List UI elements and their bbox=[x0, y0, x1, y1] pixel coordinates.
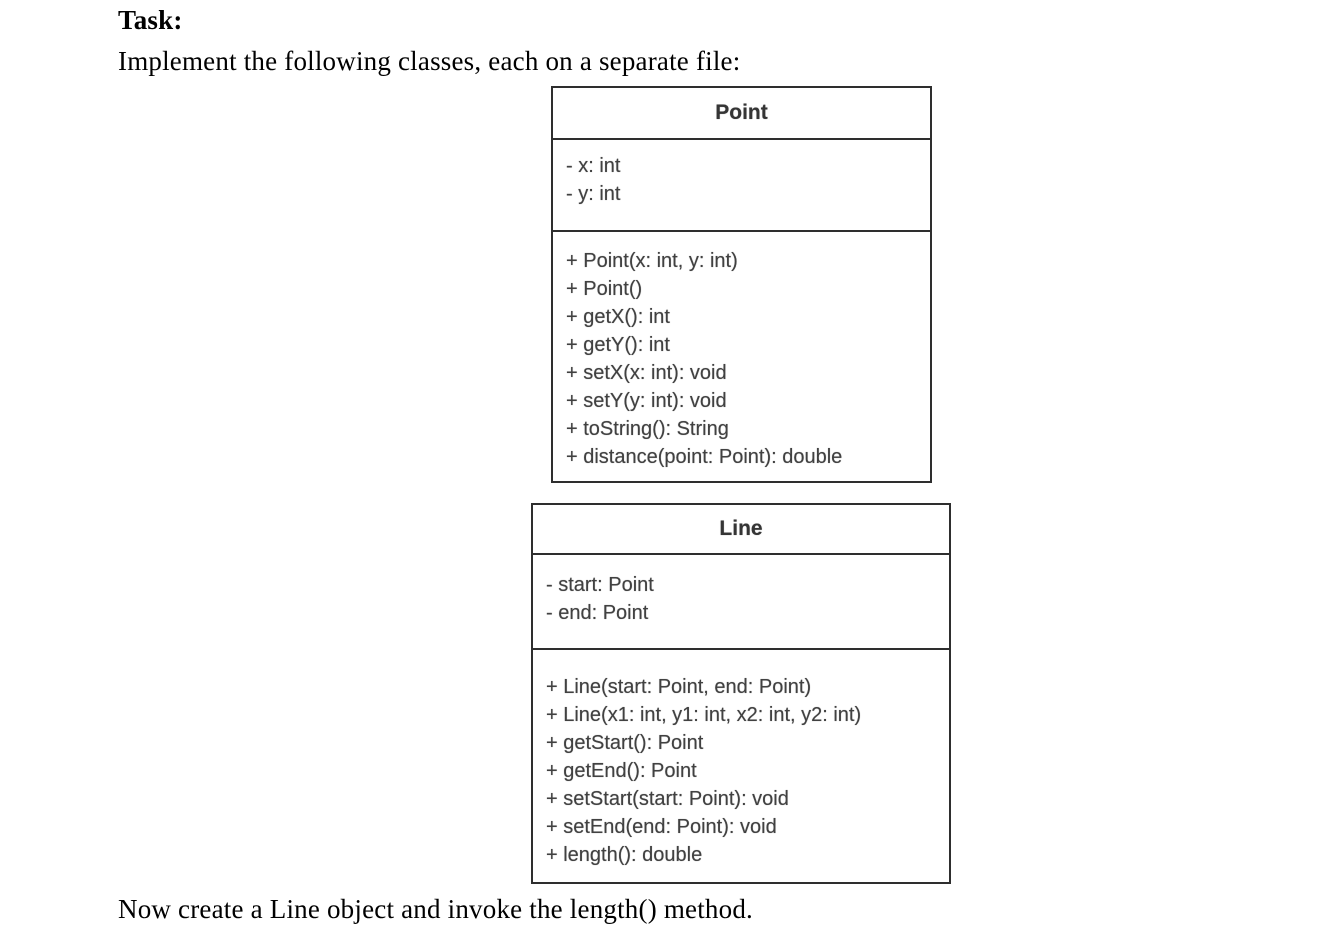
uml-methods-compartment-line: + Line(start: Point, end: Point) + Line(… bbox=[533, 650, 949, 869]
uml-method: + getY(): int bbox=[566, 334, 670, 356]
uml-method: + Line(start: Point, end: Point) bbox=[546, 676, 812, 698]
uml-attributes-compartment-line: - start: Point - end: Point bbox=[533, 555, 949, 650]
uml-method: + setX(x: int): void bbox=[566, 362, 727, 384]
uml-method: + toString(): String bbox=[566, 418, 729, 440]
uml-method: + Point() bbox=[566, 278, 643, 300]
uml-method: + getX(): int bbox=[566, 306, 670, 328]
uml-method: + setStart(start: Point): void bbox=[546, 788, 789, 810]
intro-text: Implement the following classes, each on… bbox=[118, 46, 741, 76]
uml-attribute: - end: Point bbox=[546, 602, 649, 624]
uml-class-box-point: Point - x: int - y: int + Point(x: int, … bbox=[551, 86, 932, 483]
task-heading: Task: bbox=[118, 5, 183, 35]
uml-attribute: - y: int bbox=[566, 183, 621, 205]
uml-method: + getStart(): Point bbox=[546, 732, 704, 754]
uml-method: + distance(point: Point): double bbox=[566, 446, 843, 468]
uml-methods-compartment-point: + Point(x: int, y: int) + Point() + getX… bbox=[553, 232, 930, 471]
uml-class-box-line: Line - start: Point - end: Point + Line(… bbox=[531, 503, 951, 884]
uml-method: + setEnd(end: Point): void bbox=[546, 816, 777, 838]
uml-attribute: - x: int bbox=[566, 155, 621, 177]
uml-attribute: - start: Point bbox=[546, 574, 654, 596]
uml-method: + Point(x: int, y: int) bbox=[566, 250, 738, 272]
uml-class-name-line: Line bbox=[533, 505, 949, 555]
uml-method: + setY(y: int): void bbox=[566, 390, 727, 412]
footer-text: Now create a Line object and invoke the … bbox=[118, 894, 753, 924]
uml-attributes-compartment-point: - x: int - y: int bbox=[553, 140, 930, 232]
uml-class-name-point: Point bbox=[553, 88, 930, 140]
uml-method: + length(): double bbox=[546, 844, 703, 866]
uml-method: + getEnd(): Point bbox=[546, 760, 697, 782]
uml-method: + Line(x1: int, y1: int, x2: int, y2: in… bbox=[546, 704, 862, 726]
